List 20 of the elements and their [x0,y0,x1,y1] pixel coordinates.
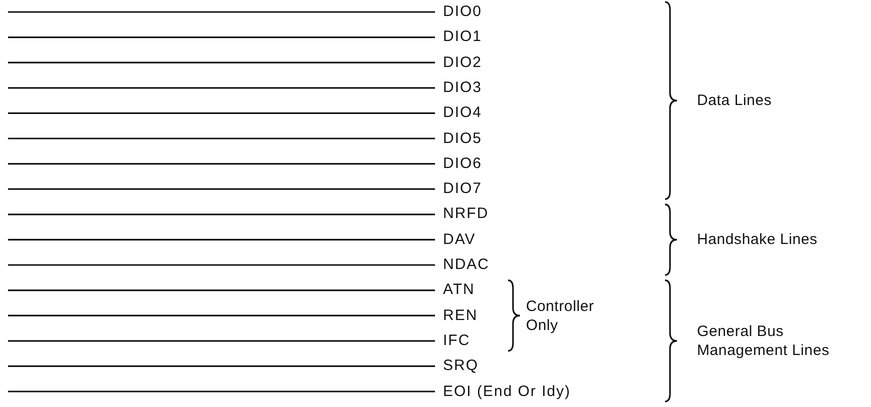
signal-name: DIO5 [443,130,482,148]
signal-name: NRFD [443,205,489,224]
signal-name: DIO2 [443,54,482,72]
signal-name: DIO6 [443,154,482,173]
group-label: Data Lines [697,91,773,110]
signal-name: DIO3 [443,78,482,97]
group-label: Controller Only [526,296,596,335]
signal-name: DIO7 [443,180,482,198]
signal-name: DIO0 [443,3,482,21]
signal-name: EOI (End Or Idy) [443,382,571,400]
signal-name: DIO4 [443,104,482,122]
signal-name: IFC [443,332,470,350]
group-label: Handshake Lines [697,230,818,250]
signal-name: REN [443,306,478,325]
signal-name: NDAC [443,256,490,274]
signal-name: DAV [443,230,476,249]
signal-name: SRQ [443,357,479,376]
signal-name: DIO1 [443,28,482,46]
signal-name: ATN [443,281,475,300]
group-label: General Bus Management Lines [697,322,830,360]
